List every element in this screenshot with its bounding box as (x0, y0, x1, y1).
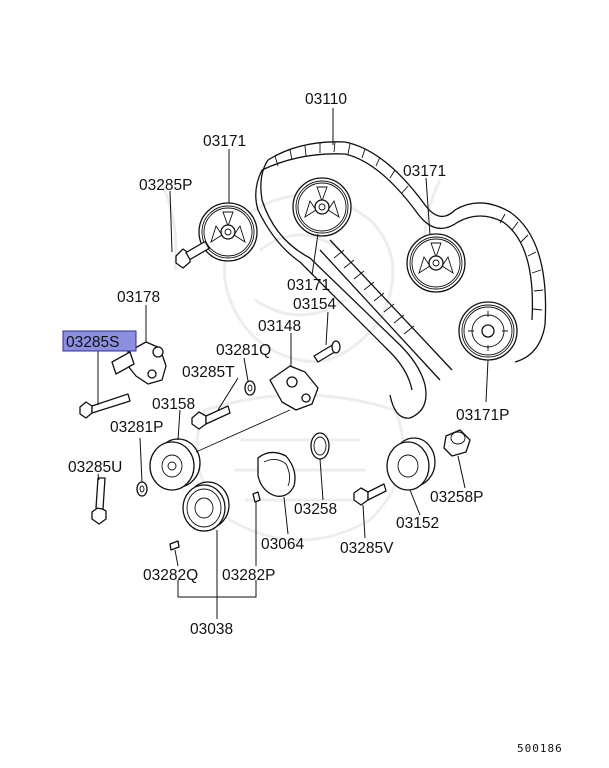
label-03171p[interactable]: 03171P (456, 407, 509, 424)
label-03154[interactable]: 03154 (293, 296, 336, 313)
label-03285t[interactable]: 03285T (182, 364, 235, 381)
label-03285v[interactable]: 03285V (340, 540, 394, 557)
bolt-03285u[interactable] (91, 477, 107, 525)
sprocket-03171-right[interactable] (406, 233, 466, 293)
bolt-03285s[interactable] (79, 393, 131, 419)
bolt-03285v[interactable] (353, 483, 387, 506)
label-03281p[interactable]: 03281P (110, 419, 163, 436)
label-03064[interactable]: 03064 (261, 536, 304, 553)
label-03285u[interactable]: 03285U (68, 459, 122, 476)
seal-03258[interactable] (310, 432, 330, 460)
crank-sprocket-03038[interactable] (182, 481, 230, 532)
bolt-03285t[interactable] (191, 405, 231, 430)
sprocket-03171p[interactable] (458, 301, 518, 361)
key-03282q[interactable] (169, 540, 180, 551)
idler-pulley-03152[interactable] (386, 437, 436, 491)
label-highlight-box (62, 330, 137, 352)
label-03038[interactable]: 03038 (190, 621, 233, 638)
label-03152[interactable]: 03152 (396, 515, 439, 532)
label-03285s[interactable]: 03285S (66, 334, 119, 351)
label-03285p[interactable]: 03285P (139, 177, 192, 194)
label-03282q[interactable]: 03282Q (143, 567, 198, 584)
tensioner-03178[interactable] (111, 341, 167, 385)
label-03148[interactable]: 03148 (258, 318, 301, 335)
bracket-03148[interactable] (269, 365, 319, 411)
label-03171-mid[interactable]: 03171 (287, 277, 330, 294)
label-03282p[interactable]: 03282P (222, 567, 275, 584)
spacer-03258p[interactable] (443, 429, 471, 457)
label-03171-left[interactable]: 03171 (203, 133, 246, 150)
label-03178[interactable]: 03178 (117, 289, 160, 306)
key-03282p[interactable] (252, 491, 261, 503)
pulley-03158[interactable] (149, 438, 201, 491)
bolt-03285p[interactable] (175, 240, 210, 269)
label-03281q[interactable]: 03281Q (216, 342, 271, 359)
sprocket-03171-mid[interactable] (292, 177, 352, 237)
leader-lines (97, 108, 489, 619)
reference-number: 500186 (517, 742, 563, 755)
washer-03281q[interactable] (244, 380, 256, 396)
pin-03154[interactable] (313, 340, 341, 363)
guide-plate-03064[interactable] (257, 451, 296, 497)
label-03258[interactable]: 03258 (294, 501, 337, 518)
washer-03281p[interactable] (136, 481, 148, 497)
sprocket-03171-left[interactable] (198, 202, 258, 262)
part-labels: 03110 03171 03285P 03171 03171 03178 031… (66, 91, 509, 638)
label-03158[interactable]: 03158 (152, 396, 195, 413)
label-03171-right[interactable]: 03171 (403, 163, 446, 180)
label-03258p[interactable]: 03258P (430, 489, 483, 506)
timing-belt[interactable] (255, 141, 547, 419)
label-03110[interactable]: 03110 (305, 91, 347, 108)
